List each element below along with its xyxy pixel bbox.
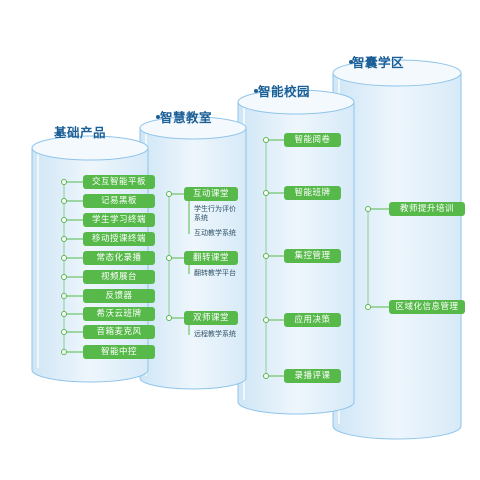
layer-3-item-5-node <box>262 372 269 379</box>
layer-3-item-3-pill: 集控管理 <box>284 249 341 263</box>
cylinder-body-4 <box>332 72 462 440</box>
layer-2-item-2-pill: 翻转课堂 <box>184 251 238 265</box>
layer-1-title: 基础产品 <box>54 125 107 140</box>
layer-4-title-bullet <box>349 60 353 64</box>
layer-2-title: 智慧教室 <box>160 110 213 125</box>
layer-3-item-3-node <box>262 252 269 259</box>
layer-1-item-4-pill: 移动授课终端 <box>83 232 155 246</box>
layer-3-title: 智能校园 <box>258 84 311 99</box>
layer-1-item-7-node <box>60 292 67 299</box>
layer-3-item-4-node <box>262 316 269 323</box>
layer-1-item-7-pill: 反馈器 <box>83 289 155 303</box>
layer-1-item-9-pill: 音箱麦克风 <box>83 325 155 339</box>
layer-1-item-10-pill: 智能中控 <box>83 345 155 359</box>
layer-1-item-5-node <box>60 254 67 261</box>
layer-1-item-10-node <box>60 348 67 355</box>
layer-3-item-4-pill: 应用决策 <box>284 313 341 327</box>
layer-2-title-bullet <box>156 115 160 119</box>
layer-1-item-4-node <box>60 235 67 242</box>
cylinder-top-1 <box>31 135 149 161</box>
layer-1-item-3-node <box>60 216 67 223</box>
layer-1-item-6-pill: 视频展台 <box>83 270 155 284</box>
layer-1-item-6-node <box>60 273 67 280</box>
layer-4-item-2-pill: 区域化信息管理 <box>389 300 465 314</box>
cylinder-top-2 <box>139 116 247 140</box>
layer-2-item-1-sub-2: 系统 <box>194 214 208 222</box>
layer-1-item-1-pill: 交互智能平板 <box>83 175 155 189</box>
layer-1-item-8-pill: 希沃云班牌 <box>83 307 155 321</box>
layer-2-item-3-node <box>165 314 172 321</box>
layer-1-item-8-node <box>60 310 67 317</box>
layer-3-item-2-pill: 智能班牌 <box>284 186 341 200</box>
layer-1-item-2-pill: 记易黑板 <box>83 194 155 208</box>
layer-1-item-1-node <box>60 178 67 185</box>
layer-2-item-1-sub-1: 学生行为评价 <box>194 205 236 213</box>
layer-2-item-1-pill: 互动课堂 <box>184 187 238 201</box>
layer-3-item-2-node <box>262 189 269 196</box>
layer-4-item-2-node <box>364 303 371 310</box>
layer-2-item-2-sub-1: 翻转教学平台 <box>194 269 236 277</box>
layer-1-item-9-node <box>60 328 67 335</box>
layer-2-item-2-node <box>165 254 172 261</box>
cylinder-top-4 <box>332 59 462 87</box>
layer-4-title: 智囊学区 <box>352 55 405 70</box>
layer-2-item-3-sub-1: 远程教学系统 <box>194 330 236 338</box>
layer-3-item-1-pill: 智能阅卷 <box>284 133 341 147</box>
layer-1-title-bullet <box>57 131 61 135</box>
layer-3-title-bullet <box>254 89 258 93</box>
layer-4-item-1-node <box>364 205 371 212</box>
layer-3-item-1-node <box>262 136 269 143</box>
layer-3-item-5-pill: 录播评课 <box>284 369 341 383</box>
layer-2-item-1-node <box>165 190 172 197</box>
layer-2-item-3-pill: 双师课堂 <box>184 311 238 325</box>
layer-2-item-1-sub-3: 互动教学系统 <box>194 229 236 237</box>
cylinder-top-3 <box>237 89 355 115</box>
layer-1-item-5-pill: 常态化录播 <box>83 251 155 265</box>
layer-1-item-3-pill: 学生学习终端 <box>83 213 155 227</box>
layer-1-item-2-node <box>60 197 67 204</box>
layer-4-item-1-pill: 教师提升培训 <box>389 202 465 216</box>
